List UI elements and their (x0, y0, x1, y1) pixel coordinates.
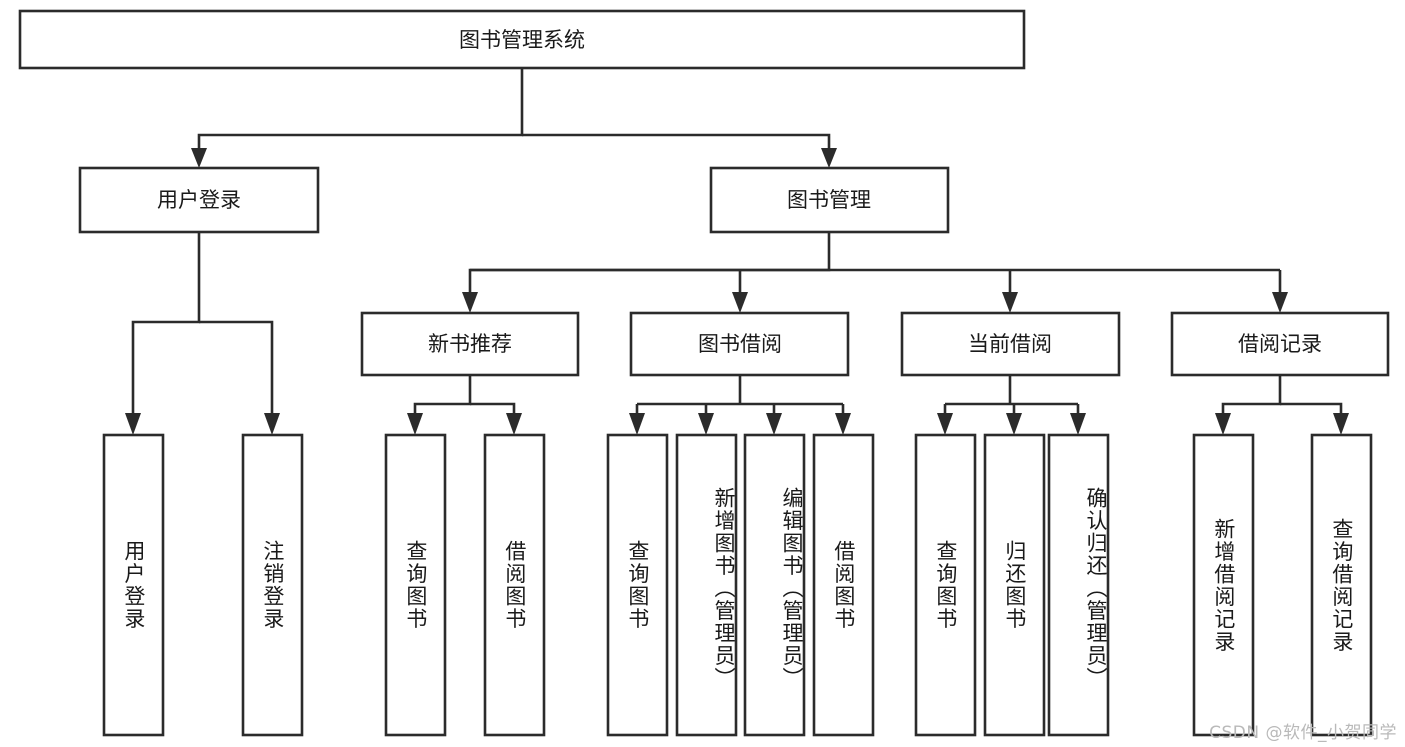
connector-root-to-level2 (191, 68, 837, 168)
leaf-box-user-login-0[interactable] (102, 433, 165, 737)
leaf-box-new-book-0[interactable] (384, 433, 447, 737)
node-root-label: 图书管理系统 (459, 28, 585, 52)
csdn-watermark: CSDN @软件_小贺同学 (1209, 723, 1397, 743)
node-current-borrow[interactable]: 当前借阅 (900, 311, 1121, 377)
connector-currentborrow-to-leaves (937, 375, 1086, 435)
connector-borrowrecord-to-leaves (1215, 375, 1349, 435)
leaf-box-current-borrow-0[interactable] (914, 433, 977, 737)
leaf-box-book-borrow-2[interactable] (743, 433, 806, 737)
leaf-box-user-login-1[interactable] (241, 433, 304, 737)
leaf-box-book-borrow-0[interactable] (606, 433, 669, 737)
node-current-borrow-label: 当前借阅 (968, 332, 1052, 356)
node-borrow-record-label: 借阅记录 (1238, 332, 1322, 356)
node-root[interactable]: 图书管理系统 (18, 9, 1026, 70)
node-borrow-record[interactable]: 借阅记录 (1170, 311, 1390, 377)
leaf-box-new-book-1[interactable] (483, 433, 546, 737)
connector-newbook-to-leaves (407, 375, 522, 435)
leaf-box-borrow-record-1[interactable] (1310, 433, 1373, 737)
node-book-management-label: 图书管理 (787, 188, 871, 212)
node-book-management[interactable]: 图书管理 (709, 166, 950, 234)
leaf-box-book-borrow-3[interactable] (812, 433, 875, 737)
leaf-box-borrow-record-0[interactable] (1192, 433, 1255, 737)
node-user-login[interactable]: 用户登录 (78, 166, 320, 234)
connector-userlogin-to-leaves (125, 232, 280, 435)
node-new-book-recommend-label: 新书推荐 (428, 332, 512, 356)
connector-bookmgmt-to-level3 (462, 232, 1288, 313)
leaf-box-current-borrow-2[interactable] (1047, 433, 1110, 737)
connector-bookborrow-to-leaves (629, 375, 851, 435)
node-user-login-label: 用户登录 (157, 188, 241, 212)
leaf-box-book-borrow-1[interactable] (675, 433, 738, 737)
node-book-borrow-label: 图书借阅 (698, 332, 782, 356)
node-new-book-recommend[interactable]: 新书推荐 (360, 311, 580, 377)
node-book-borrow[interactable]: 图书借阅 (629, 311, 850, 377)
leaf-box-current-borrow-1[interactable] (983, 433, 1046, 737)
